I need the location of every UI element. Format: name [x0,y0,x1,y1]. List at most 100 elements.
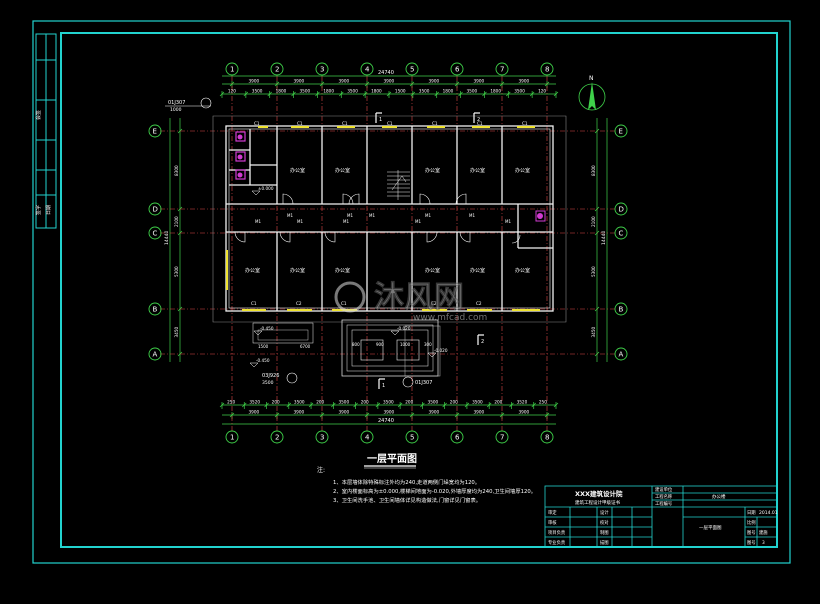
date-value: 2014.01 [759,510,778,516]
axis-letter-label: D [619,206,624,214]
detail-ref-top: 01J307 [168,100,185,106]
sink-icon [537,213,543,219]
dim-text: 3900 [249,410,260,415]
outer-wall-inner [228,128,551,309]
window-tag: C1 [297,121,303,126]
dim-text: 200 [450,400,458,405]
axis-bubble [540,430,554,444]
dim-text: 120 [538,89,546,94]
axis-bubble [614,124,628,138]
side-dim-text: 2100 [174,216,179,227]
entrance-step [351,329,429,367]
entrance-dim-text: 900 [376,342,384,347]
bottom-total-dim: 24740 [378,418,394,424]
axis-number-label: 2 [275,66,279,74]
axis-letter-label: C [153,230,158,238]
title-block [544,485,778,548]
name-value: 办公楼 [712,493,726,500]
axis-bubble [614,347,628,361]
room-label-upper: 办公室 [470,167,485,174]
title-block-cell: 制图 [600,529,609,536]
project-label: 建设单位 [655,486,673,493]
dim-text: 3900 [519,410,530,415]
toilet-fixture-icon [235,169,246,180]
dim-text: 3900 [519,79,530,84]
axis-bubble [450,62,464,76]
dim-text: 200 [272,400,280,405]
door-tag: M1 [343,219,349,224]
dim-text: 3500 [514,89,525,94]
axis-bubble [405,62,419,76]
axis-grid [160,76,617,432]
dim-text: 3520 [517,400,528,405]
axis-bubble [495,62,509,76]
drawing-name-cell: 一层平面图 [699,525,722,531]
elevation-text: -0.450 [256,358,270,363]
dim-text: 3900 [474,79,485,84]
dim-text: 3900 [429,79,440,84]
axis-bubble [148,202,162,216]
window-tag: C2 [476,301,482,306]
axis-letter-label: E [619,128,623,136]
dim-text: 3500 [472,400,483,405]
building-walls [212,115,567,377]
dim-text: 3500 [294,400,305,405]
entrance-dim-text: 800 [352,342,360,347]
dim-text: 1800 [323,89,334,94]
detail-ref-top-sub: 1000 [170,107,182,113]
detail-circle [200,97,212,109]
roof-outline [212,115,567,323]
sheet-no-value: 建施 [759,529,768,536]
door-tag: M1 [425,213,431,218]
axis-letter-label: A [153,351,158,359]
dim-text: 3900 [339,79,350,84]
entrance-step [346,324,434,372]
window-tag: C1 [477,121,483,126]
axis-bubble [148,302,162,316]
sheet-no-label: 图号 [747,530,756,536]
dim-text: 200 [405,400,413,405]
door-tag: M1 [347,213,353,218]
elevation-text: -0.020 [434,348,448,353]
axis-bubble [225,430,239,444]
entrance-dim-text: 6700 [300,344,311,349]
side-total-text: 14440 [164,231,170,245]
room-label-lower: 办公室 [245,267,260,274]
toilet-bowl-icon [237,172,243,178]
elevation-text: ±0.000 [258,186,274,191]
axis-number-label: 7 [500,66,504,74]
side-dim-text: 5300 [174,266,179,277]
section-number: 2 [477,117,480,123]
dim-text: 3900 [384,410,395,415]
door-swing [459,231,471,243]
window-tag: C1 [432,121,438,126]
stair-arrow [391,175,407,191]
elevation-text: -0.020 [397,326,411,331]
toilet-fixtures [235,131,546,222]
top-total-dim: 24740 [378,70,394,76]
dim-text: 1800 [371,89,382,94]
door-swing [511,234,521,244]
axis-letter-label: B [153,306,158,314]
dim-text: 120 [228,89,236,94]
door-swing [324,231,336,243]
toilet-bowl-icon [237,134,243,140]
elevation-text: -0.450 [260,326,274,331]
side-dim-text: 2100 [591,216,596,227]
title-block-cell: 描图 [600,539,609,546]
outer-frame [32,20,791,564]
dim-text: 3900 [294,79,305,84]
room-label-upper: 办公室 [425,167,440,174]
axis-bubble [405,430,419,444]
dim-text: 3500 [467,89,478,94]
door-swing [455,193,467,205]
notes-heading: 注: [317,466,325,474]
door-swing [279,231,291,243]
room-label-lower: 办公室 [290,267,305,274]
left-strip-label-2: 签字 [35,205,42,215]
side-total-text: 14440 [601,231,607,245]
axis-bubble [225,62,239,76]
axis-number-label: 1 [230,66,234,74]
door-tag: M1 [297,219,303,224]
axis-number-label: 6 [455,66,460,74]
